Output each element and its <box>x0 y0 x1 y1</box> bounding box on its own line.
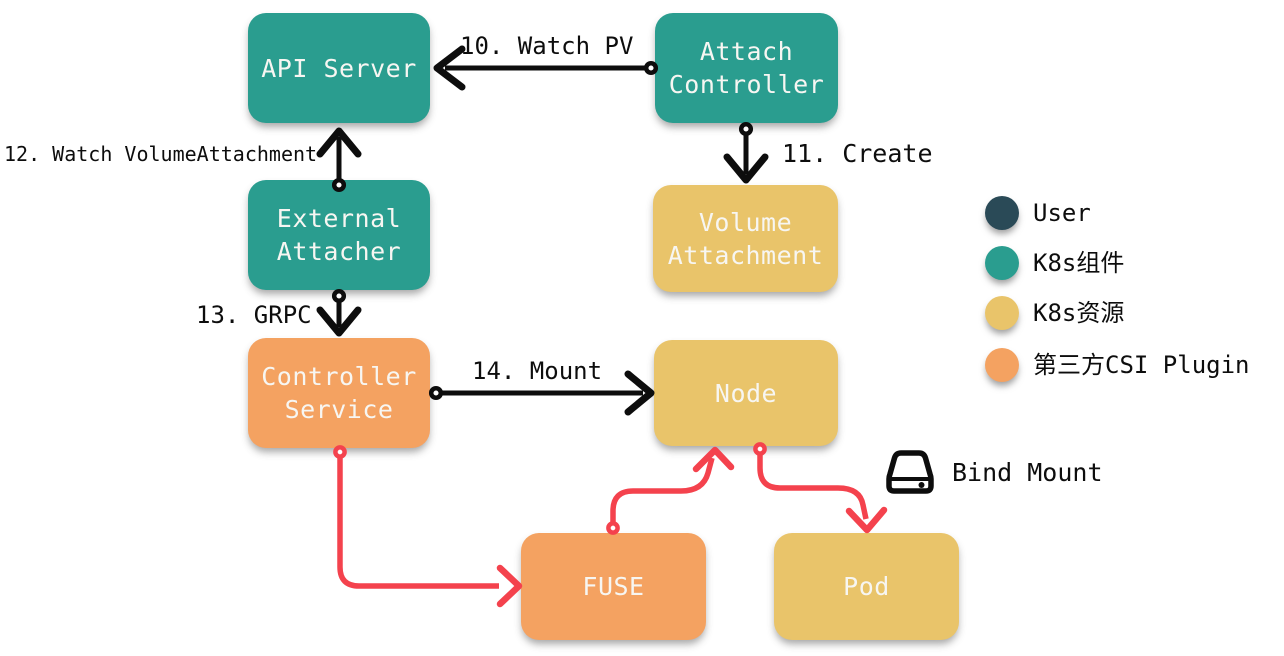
legend-dot-k8s-component <box>985 246 1019 280</box>
node-api-server: API Server <box>248 13 430 123</box>
legend-label: K8s资源 <box>1033 299 1125 327</box>
connector-dot <box>738 121 754 137</box>
legend-dot-k8s-resource <box>985 296 1019 330</box>
node-node: Node <box>654 340 838 446</box>
connector-dot <box>428 385 444 401</box>
legend-item-csi-plugin: 第三方CSI Plugin <box>985 348 1250 382</box>
connector-dot <box>333 445 347 459</box>
legend-label: K8s组件 <box>1033 249 1125 277</box>
legend-dot-user <box>985 196 1019 230</box>
disk-icon <box>886 450 934 494</box>
legend-item-k8s-resource: K8s资源 <box>985 296 1124 330</box>
edge-create-arrow <box>723 121 769 184</box>
connector-dot <box>606 521 620 535</box>
edge-label-bind-mount: Bind Mount <box>952 458 1103 487</box>
legend-dot-csi-plugin <box>985 348 1019 382</box>
edge-label-mount: 14. Mount <box>472 357 603 385</box>
flow-fuse-to-node <box>606 446 735 535</box>
node-external-attacher: External Attacher <box>248 180 430 290</box>
edge-label-watch-volumeattachment: 12. Watch VolumeAttachment <box>4 142 318 166</box>
legend-label: 第三方CSI Plugin <box>1033 351 1250 379</box>
legend-label: User <box>1033 199 1091 227</box>
node-pod: Pod <box>774 533 959 640</box>
node-fuse: FUSE <box>521 533 706 640</box>
node-volume-attachment: Volume Attachment <box>653 185 838 292</box>
node-controller-service: Controller Service <box>248 338 430 448</box>
edge-grpc-arrow <box>316 288 362 337</box>
legend-item-k8s-component: K8s组件 <box>985 246 1124 280</box>
edge-label-create: 11. Create <box>782 139 933 168</box>
flow-node-to-pod <box>753 442 888 534</box>
flow-controller-service-to-fuse <box>333 445 523 608</box>
node-attach-controller: Attach Controller <box>655 13 838 123</box>
edge-label-grpc: 13. GRPC <box>196 301 312 329</box>
legend-item-user: User <box>985 196 1091 230</box>
edge-label-watch-pv: 10. Watch PV <box>460 32 634 60</box>
connector-dot <box>331 288 347 304</box>
